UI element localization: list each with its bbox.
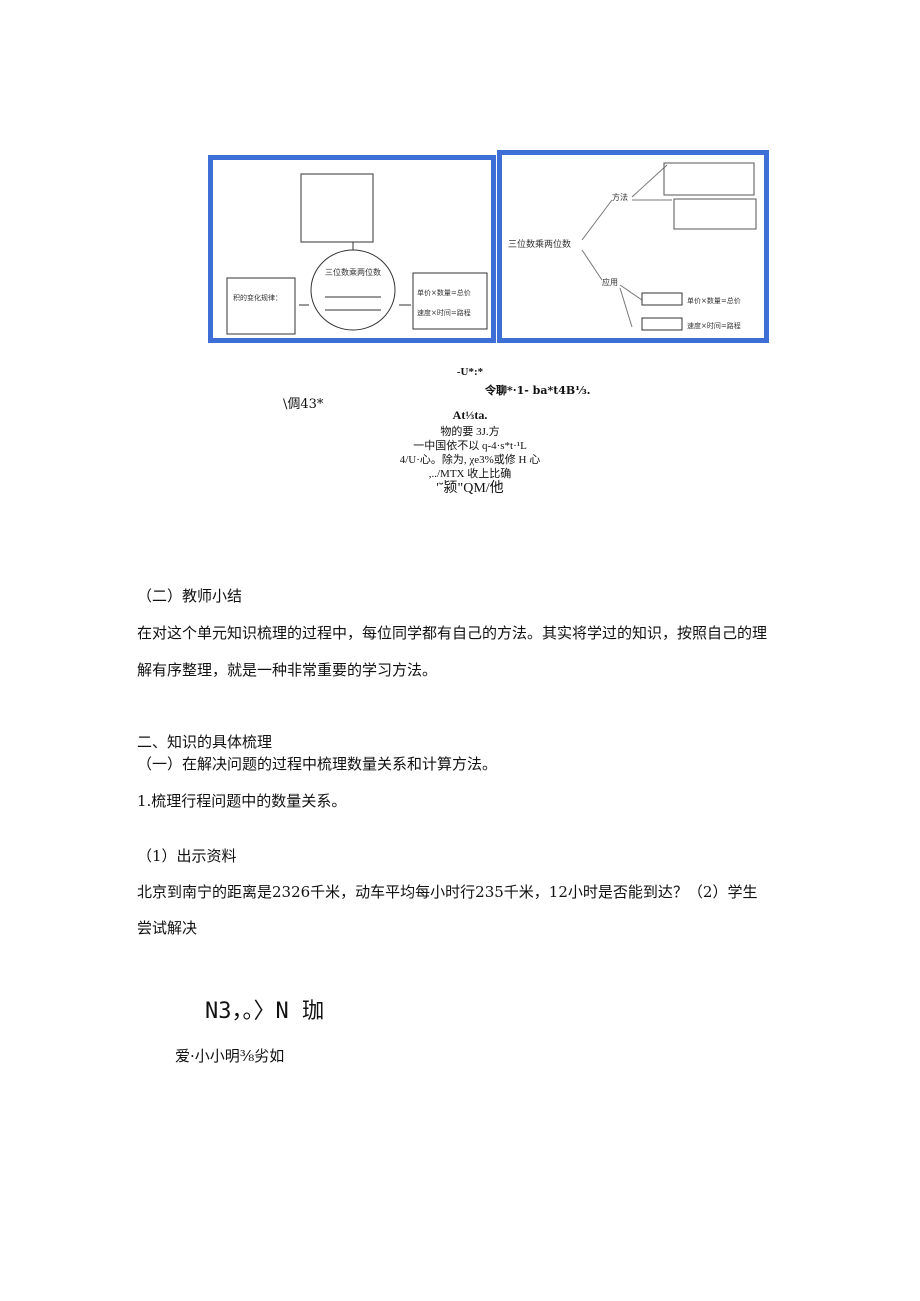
section-two-heading: 二、知识的具体梳理 [137, 733, 273, 751]
mind-map-right-drawing: 三位数乘两位数 方法 应用 单价×数量=总价 速度×时间=路程 [508, 162, 757, 331]
apply-box [412, 272, 488, 330]
ocr-noise-1: N3，。〉N 珈 [205, 999, 324, 1024]
ocr-line: At⅓ta. [452, 408, 488, 422]
item-heading: 1.梳理行程问题中的数量关系。 [137, 792, 347, 810]
ocr-line: 一中国依不以 q-4·s*t·¹L [413, 440, 527, 452]
problem-line2: 尝试解决 [137, 919, 198, 937]
method-label: 方法 [612, 192, 628, 202]
ocr-line: -U*:* [456, 366, 484, 378]
ocr-line: 4/U·心。除为, χe3%或修 H 心 [399, 454, 541, 466]
apply-text-1: 单价×数量=总价 [417, 288, 471, 297]
center-label: 三位数乘两位数 [325, 267, 381, 277]
leaf-1: 单价×数量=总价 [687, 296, 741, 305]
summary-paragraph-line2: 解有序整理，就是一种非常重要的学习方法。 [137, 661, 438, 679]
apply-label: 应用 [602, 277, 618, 287]
summary-paragraph-line1: 在对这个单元知识梳理的过程中，每位同学都有自己的方法。其实将学过的知识，按照自己… [137, 624, 768, 642]
ocr-noise-left: \倜43* [283, 397, 324, 412]
ocr-noise-2: 爱·小小明⅜劣如 [175, 1047, 285, 1065]
center-circle [310, 249, 396, 331]
mind-map-left-drawing: 三位数乘两位数 积的变化规律： 单价×数量=总价 速度×时间=路程 [226, 173, 488, 335]
root-label: 三位数乘两位数 [508, 238, 571, 250]
ocr-line: 物的要 3J.方 [440, 426, 500, 438]
leaf-2: 速度×时间=路程 [687, 321, 741, 330]
problem-line1: 北京到南宁的距离是2326千米，动车平均每小时行235千米，12小时是否能到达？… [137, 883, 758, 901]
ocr-line: ,../MTX 收上比确 [428, 468, 512, 480]
ocr-line: 令聊*·1- ba*t4B⅓. [485, 384, 591, 397]
summary-heading: （二）教师小结 [137, 587, 243, 605]
apply-text-2: 速度×时间=路程 [417, 308, 471, 317]
ocr-line: '˘颍"QM/他 [436, 481, 504, 496]
method-box [300, 173, 374, 243]
rule-text: 积的变化规律： [233, 293, 282, 302]
subsection-heading: （一）在解决问题的过程中梳理数量关系和计算方法。 [137, 755, 498, 773]
mind-map-image-right: 三位数乘两位数 方法 应用 单价×数量=总价 速度×时间=路程 [497, 150, 769, 343]
step-heading: （1）出示资料 [137, 847, 237, 865]
rule-box [226, 277, 296, 335]
mind-map-image-left: 三位数乘两位数 积的变化规律： 单价×数量=总价 速度×时间=路程 [208, 155, 496, 343]
